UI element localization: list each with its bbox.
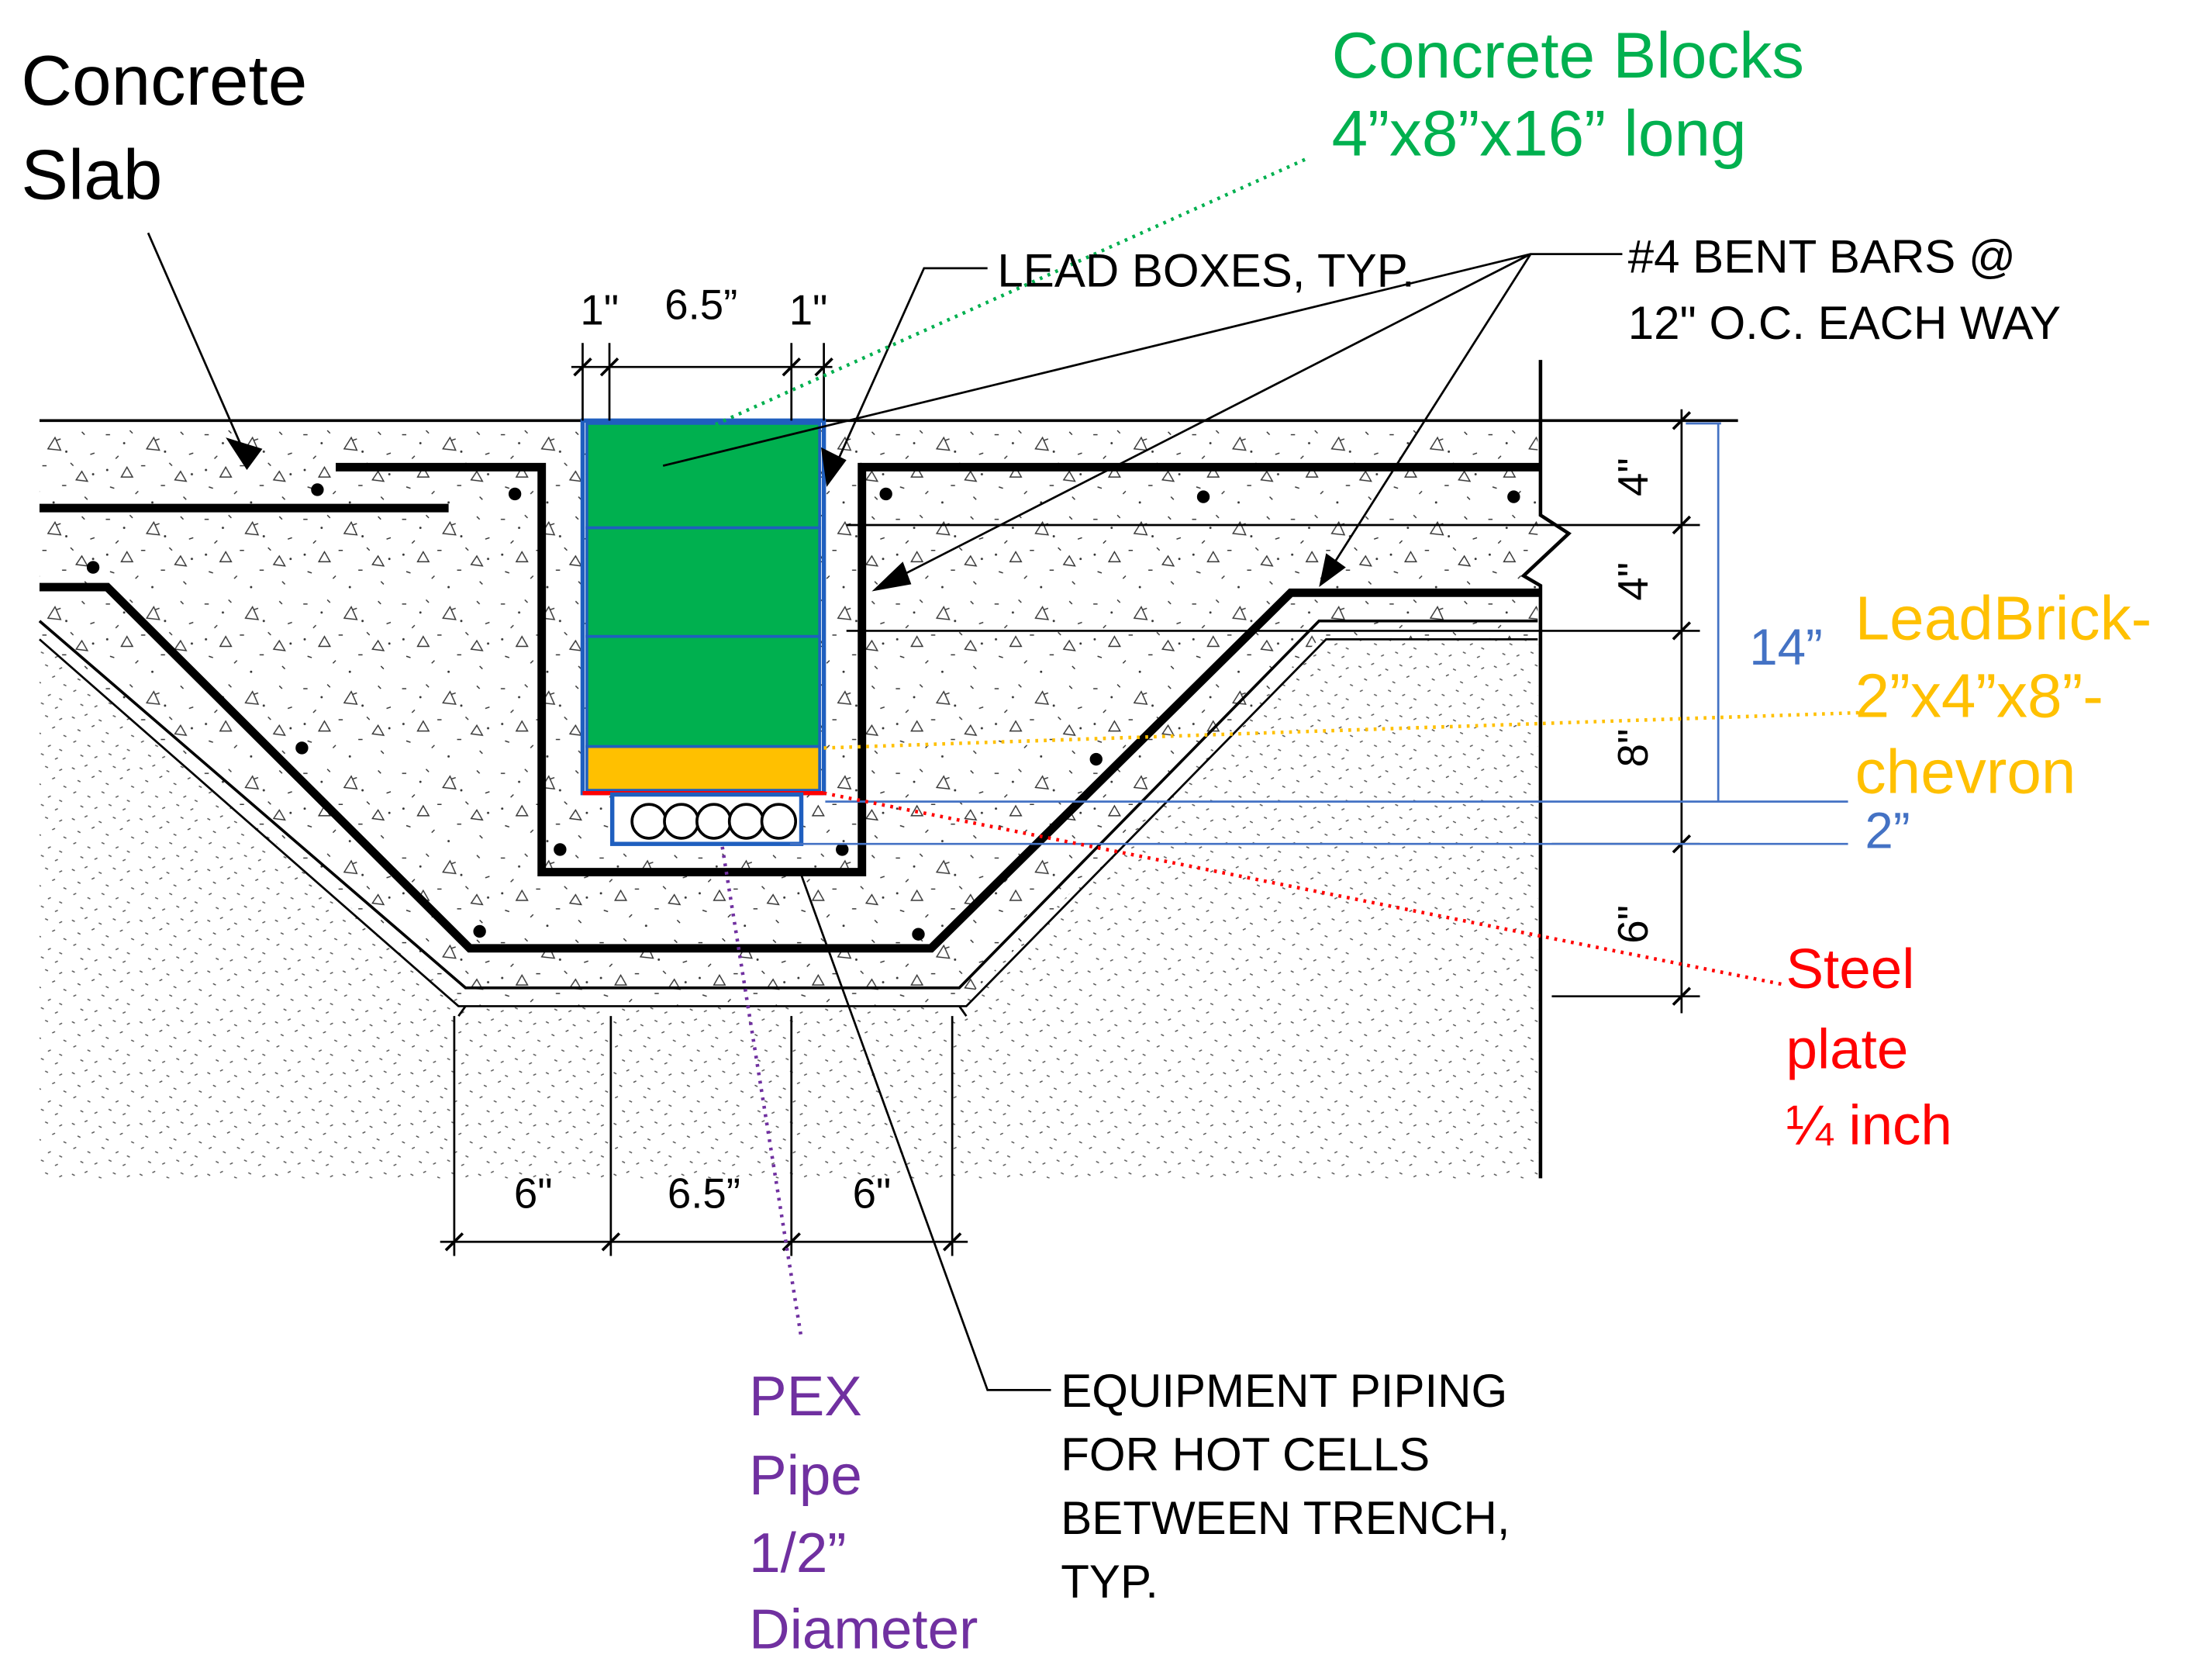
pex-pipe-label: PEX Pipe 1/2” Diameter: [749, 1365, 978, 1660]
concrete-block-3: [585, 634, 821, 748]
bent-bars-leader-2: [881, 253, 1531, 587]
rebar-top-left-upper: [336, 462, 1541, 877]
trench-outline-outer: [39, 637, 1538, 1007]
bottom-dim-1: 6": [514, 1170, 553, 1218]
pex-pipe-1: [630, 803, 668, 840]
equipment-piping-leader: [800, 874, 1051, 1391]
right-cut-line: [1520, 360, 1572, 1179]
bent-bars-label: #4 BENT BARS @ 12" O.C. EACH WAY: [1628, 230, 2061, 349]
lead-boxes-leader: [831, 267, 988, 474]
steel-plate-label: Steel plate ¼ inch: [1786, 938, 1952, 1157]
bottom-dimension: [440, 1016, 968, 1256]
leader-lines: [147, 157, 1860, 1391]
pex-pipes: [630, 803, 798, 840]
steel-plate-leader: [823, 791, 1786, 987]
pex-pipe-2: [663, 803, 700, 840]
slab-outlines: [38, 360, 1738, 1179]
total-height-label: 14”: [1749, 619, 1823, 675]
lead-brick-leader: [823, 710, 1860, 750]
top-dim-2: 6.5”: [664, 281, 737, 328]
concrete-blocks-label: Concrete Blocks 4”x8”x16” long: [1332, 19, 1823, 169]
concrete-slab-leader: [147, 232, 248, 460]
lead-brick-label: LeadBrick- 2”x4”x8”- chevron: [1855, 583, 2169, 806]
soil-region: [39, 639, 1538, 1179]
trench-outline-inner: [38, 619, 1538, 990]
bent-bars-leader-3: [1325, 253, 1532, 577]
pipe-gap-label: 2”: [1865, 803, 1910, 859]
concrete-slab-label: Concrete Slab: [21, 42, 326, 215]
pex-pipe-4: [727, 803, 765, 840]
right-dim-2: 4": [1610, 562, 1657, 601]
pex-pipe-5: [760, 803, 798, 840]
equipment-piping-label: EQUIPMENT PIPING FOR HOT CELLS BETWEEN T…: [1061, 1365, 1523, 1608]
bottom-dim-3: 6": [853, 1170, 892, 1218]
concrete-block-1: [585, 422, 821, 530]
rebar-bent-trench: [39, 582, 1541, 953]
concrete-blocks-leader: [648, 157, 1306, 457]
right-dim-4: 6": [1610, 905, 1657, 944]
lead-brick-layer: [585, 744, 821, 792]
bottom-dim-2: 6.5”: [668, 1170, 740, 1218]
right-dim-3: 8": [1610, 729, 1657, 768]
right-dimension: [846, 409, 1700, 1014]
rebar-dots: [86, 483, 1520, 941]
top-dim-3: 1": [789, 287, 828, 334]
pex-pipe-3: [695, 803, 733, 840]
top-dim-1: 1": [580, 287, 619, 334]
top-dimension: [571, 343, 833, 421]
lead-box-stack: [580, 418, 826, 846]
concrete-block-2: [585, 526, 821, 638]
blue-dimensions: [789, 422, 1848, 845]
rebar: [39, 462, 1541, 953]
right-dim-1: 4": [1610, 458, 1657, 496]
lead-boxes-label: LEAD BOXES, TYP.: [997, 244, 1414, 296]
